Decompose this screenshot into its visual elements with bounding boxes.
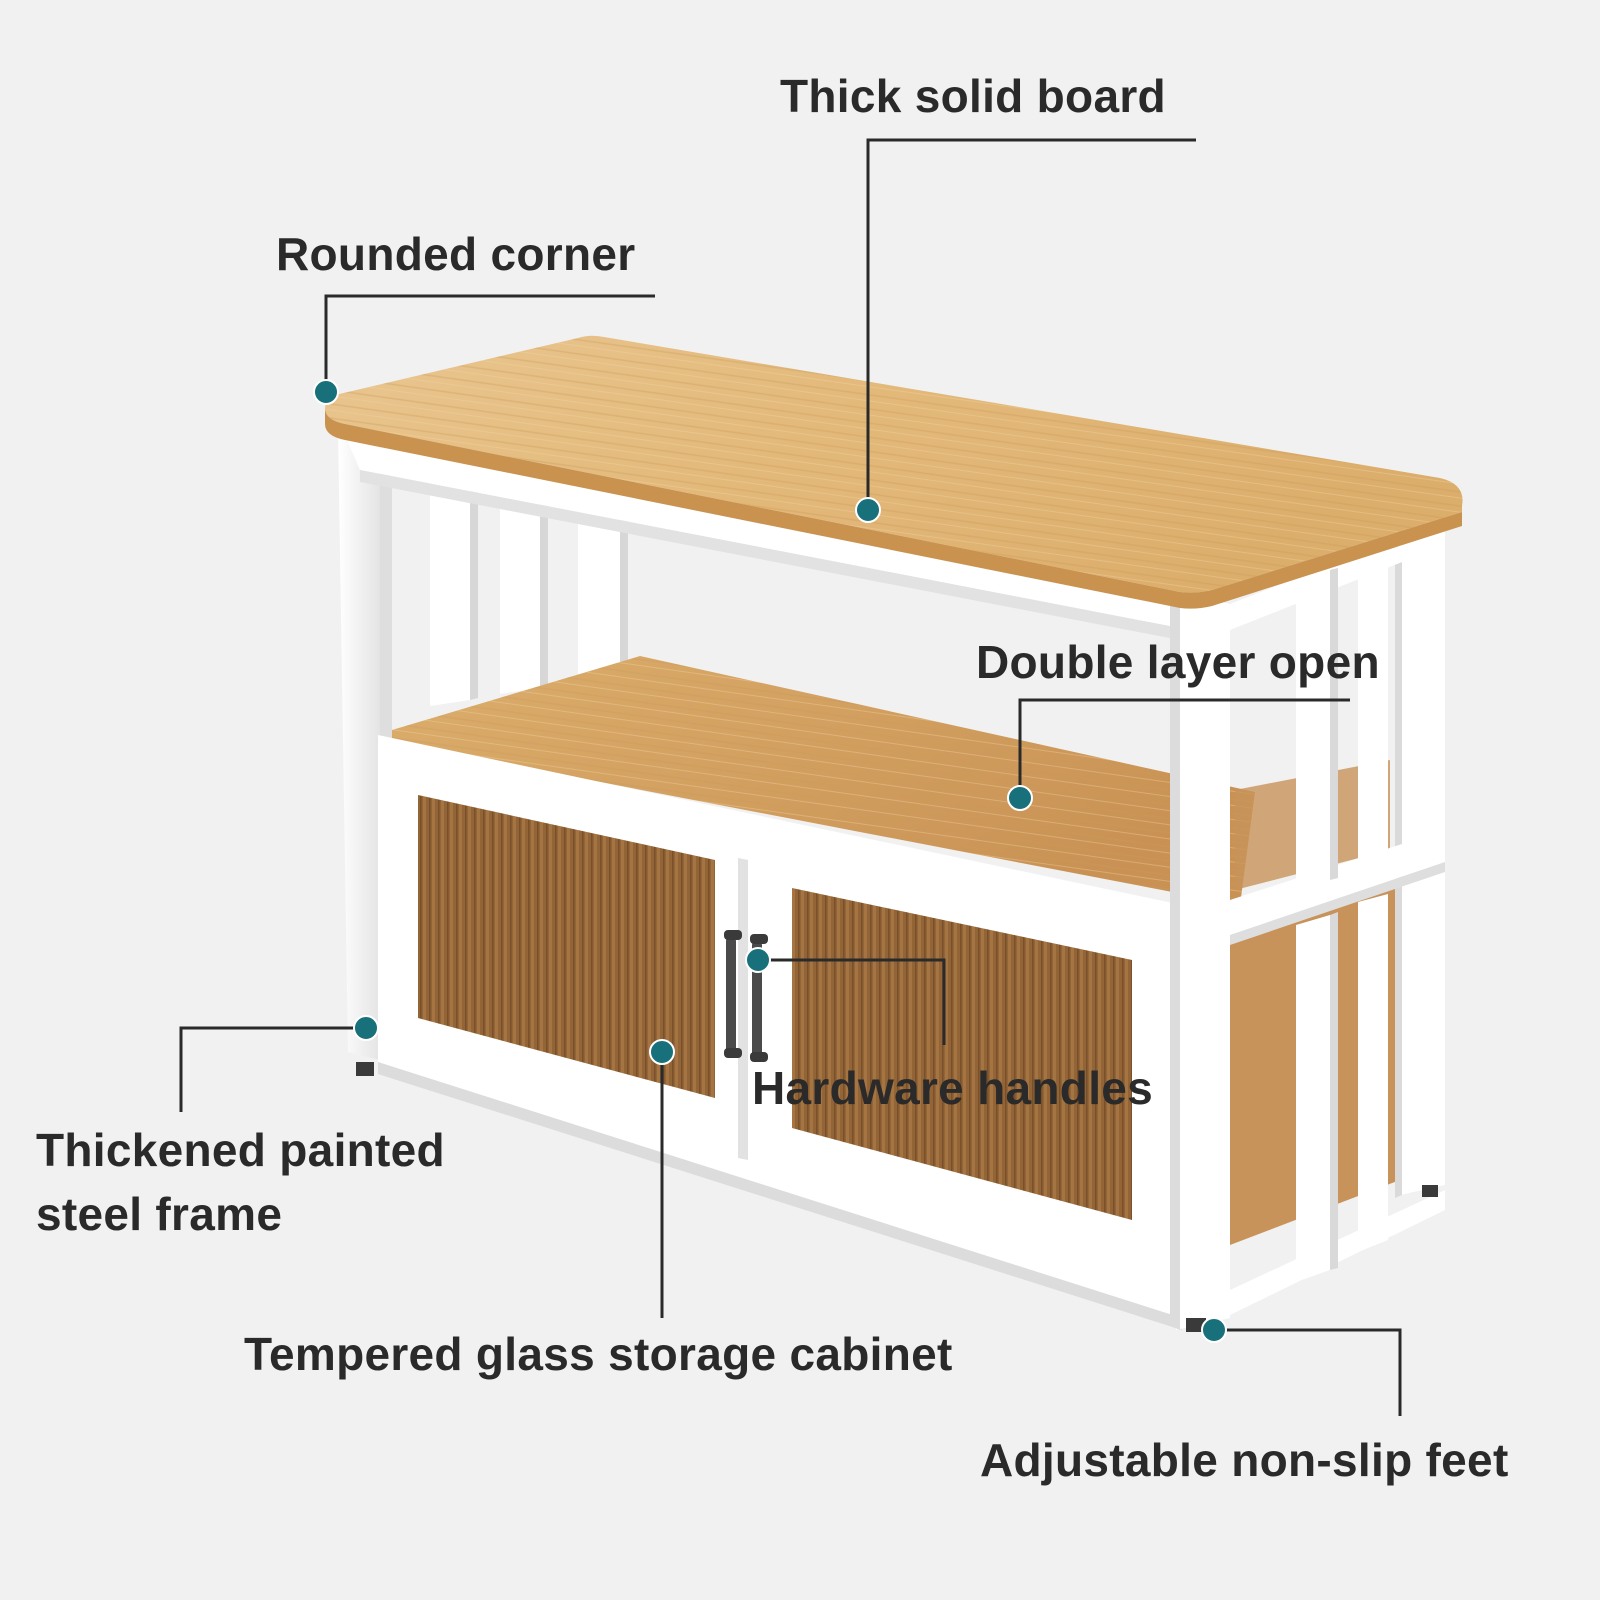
callout-lines	[179, 138, 1402, 1416]
label-steel-frame-line-2: steel frame	[36, 1188, 283, 1240]
line-hardware-handles	[760, 958, 946, 1045]
label-tempered-glass-storage-cabinet: Tempered glass storage cabinet	[244, 1328, 953, 1380]
label-thick-solid-board: Thick solid board	[780, 70, 1166, 122]
right-side-frame	[1170, 520, 1445, 1330]
line-double-layer-open	[1018, 698, 1350, 796]
left-foot	[356, 1062, 374, 1076]
left-door-glass[interactable]	[418, 795, 715, 1098]
cabinet-illustration	[325, 335, 1463, 1332]
label-thickened-painted-steel-frame: Thickened painted steel frame	[36, 1118, 556, 1246]
teal-dot-icon	[353, 1015, 379, 1041]
tabletop-board	[325, 335, 1463, 609]
line-non-slip-feet	[1214, 1328, 1402, 1416]
line-steel-frame	[179, 1026, 366, 1112]
teal-dot-icon	[649, 1039, 675, 1065]
label-steel-frame-line-1: Thickened painted	[36, 1124, 445, 1176]
line-rounded-corner	[324, 294, 655, 392]
teal-dot-icon	[855, 497, 881, 523]
callout-dots	[313, 379, 1227, 1343]
label-adjustable-non-slip-feet: Adjustable non-slip feet	[980, 1434, 1509, 1486]
label-hardware-handles: Hardware handles	[752, 1062, 1154, 1114]
teal-dot-icon	[1007, 785, 1033, 811]
line-thick-solid-board	[866, 138, 1196, 508]
right-door-glass[interactable]	[792, 888, 1132, 1220]
right-foot	[1186, 1318, 1206, 1332]
teal-dot-icon	[313, 379, 339, 405]
label-rounded-corner: Rounded corner	[276, 228, 636, 280]
left-front-post	[338, 430, 380, 1060]
teal-dot-icon	[1201, 1317, 1227, 1343]
label-double-layer-open: Double layer open	[976, 636, 1380, 688]
teal-dot-icon	[745, 947, 771, 973]
